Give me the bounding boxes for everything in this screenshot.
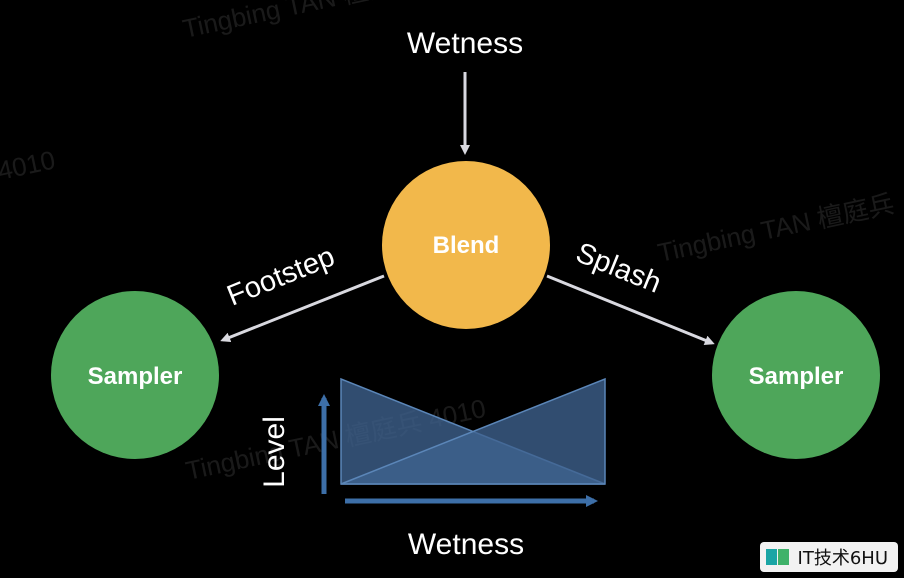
right-sampler-node: Sampler (712, 291, 880, 459)
left-sampler-circle (51, 291, 219, 459)
splash-level-ramp (340, 377, 606, 485)
site-badge: IT技术6HU (759, 542, 898, 572)
right-sampler-label: Sampler (749, 363, 844, 390)
blend-node-circle (382, 161, 550, 329)
site-logo-icon (765, 547, 790, 567)
blend-node-label: Blend (433, 232, 500, 259)
crossfade-graph: Level Wetness (258, 377, 606, 561)
watermark-left: 4010 (0, 144, 58, 185)
left-sampler-node: Sampler (51, 291, 219, 459)
wetness-axis-label: Wetness (408, 528, 524, 561)
blend-to-right-sampler-arrow (546, 274, 715, 345)
site-badge-text: IT技术6HU (797, 548, 888, 569)
right-sampler-circle (712, 291, 880, 459)
blend-to-left-sampler-arrow (220, 274, 385, 343)
watermark-right: Tingbing TAN 檀庭兵 (655, 188, 897, 267)
wetness-input-label: Wetness (407, 27, 523, 60)
blend-node: Blend (382, 161, 550, 329)
left-sampler-label: Sampler (88, 363, 183, 390)
level-axis-label: Level (258, 416, 291, 488)
